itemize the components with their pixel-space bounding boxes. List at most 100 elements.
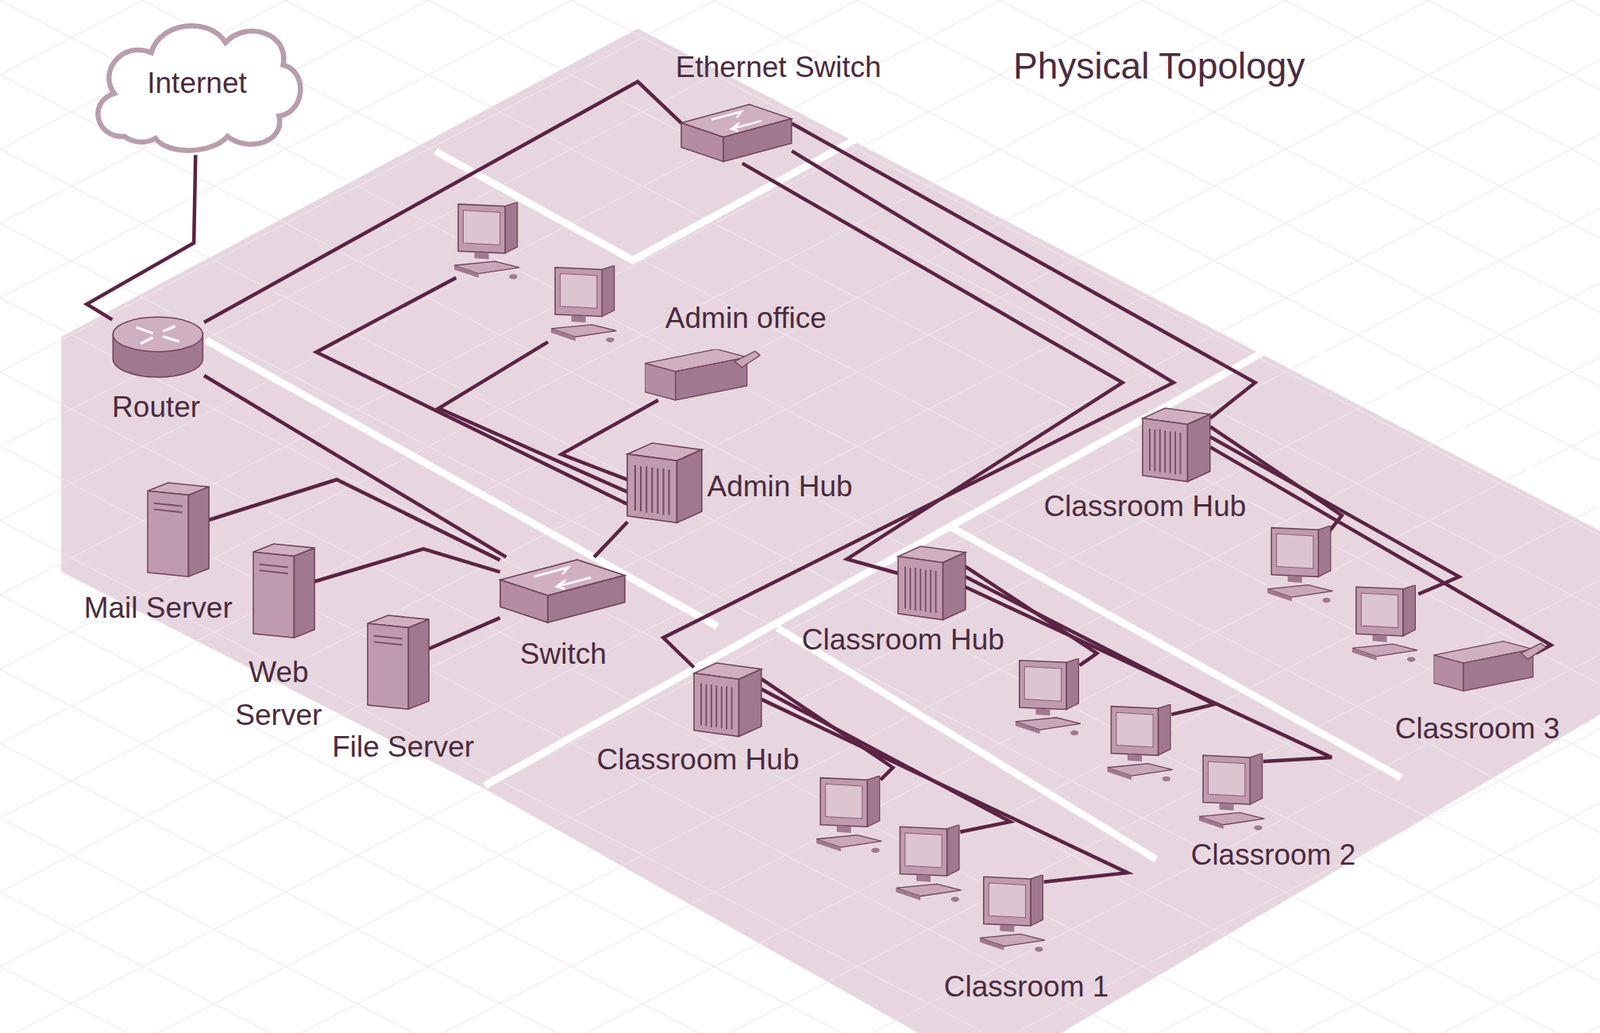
hub-shape xyxy=(627,454,678,523)
network-cable xyxy=(204,375,507,558)
server-shape xyxy=(258,564,288,575)
printer-icon xyxy=(644,349,760,401)
network-cable xyxy=(663,150,1174,667)
hub-shape xyxy=(942,551,965,620)
hub-shape xyxy=(738,669,761,737)
switch-shape xyxy=(711,111,762,131)
pc-icon xyxy=(1199,753,1265,831)
device-label: Router xyxy=(111,390,201,425)
server-shape xyxy=(253,551,294,638)
cloud-node: Internet xyxy=(83,11,310,155)
server-shape xyxy=(188,486,210,577)
hub-node: Admin Hub xyxy=(627,443,702,523)
switch-shape xyxy=(723,118,792,162)
network-cable xyxy=(208,479,500,560)
server-shape xyxy=(293,547,315,638)
device-label: Classroom Hub xyxy=(801,623,1005,658)
device-label: Classroom Hub xyxy=(1043,489,1246,525)
server-shape xyxy=(154,503,183,513)
hub-icon xyxy=(898,546,966,621)
floor-grid xyxy=(61,28,1600,1033)
room-label: Classroom 2 xyxy=(1191,838,1357,873)
room-dividers xyxy=(208,127,1600,858)
hub-icon xyxy=(1142,408,1211,482)
room-divider xyxy=(780,629,1153,858)
hub-shape xyxy=(898,555,944,620)
switch-node: Ethernet Switch xyxy=(681,102,792,164)
pc-icon xyxy=(895,825,961,903)
pc-icon xyxy=(1267,525,1333,603)
hub-shape xyxy=(1142,418,1188,482)
hub-node: Classroom Hub xyxy=(693,663,762,737)
network-cable xyxy=(791,123,1255,418)
hub-node: Classroom Hub xyxy=(898,546,966,621)
room-label: Admin office xyxy=(665,301,827,336)
server-node: Mail Server xyxy=(147,482,209,577)
switch-node: Switch xyxy=(500,557,625,625)
device-label: Classroom Hub xyxy=(597,743,800,778)
server-icon xyxy=(147,482,209,577)
server-shape xyxy=(367,623,409,710)
pc-icon xyxy=(1015,658,1081,736)
router-icon xyxy=(111,316,205,380)
server-node: File Server xyxy=(367,615,429,710)
network-cable xyxy=(593,521,628,557)
pc-icon xyxy=(979,875,1045,953)
network-cable xyxy=(314,548,501,582)
network-cable xyxy=(428,617,501,649)
device-label: File Server xyxy=(331,730,475,765)
diagram-title: Physical Topology xyxy=(1013,45,1305,88)
hub-icon xyxy=(693,663,762,737)
room-label: Classroom 3 xyxy=(1395,712,1561,747)
hub-shape xyxy=(701,683,733,730)
router-node: Router xyxy=(111,316,205,380)
room-divider xyxy=(487,336,1291,784)
cloud-shape xyxy=(98,26,301,151)
switch-icon xyxy=(681,102,792,164)
device-label: Web Server xyxy=(212,651,345,737)
device-label: Admin Hub xyxy=(707,470,853,505)
room-divider xyxy=(954,528,1399,776)
router-shape xyxy=(136,326,180,344)
room-label: Classroom 1 xyxy=(944,970,1110,1005)
server-shape xyxy=(147,490,189,577)
network-cable xyxy=(86,154,196,320)
switch-icon xyxy=(500,557,625,625)
hub-node: Classroom Hub xyxy=(1142,408,1211,482)
device-label: Ethernet Switch xyxy=(675,50,882,85)
server-shape xyxy=(408,619,429,710)
pc-icon xyxy=(454,202,520,280)
switch-shape xyxy=(547,574,625,622)
server-icon xyxy=(253,543,315,638)
device-label: Switch xyxy=(520,637,607,672)
hub-shape xyxy=(677,449,702,523)
hub-shape xyxy=(905,566,937,613)
hub-wires xyxy=(316,277,1551,883)
server-shape xyxy=(373,636,402,646)
room-divider xyxy=(1291,336,1600,506)
building-floor xyxy=(61,28,1600,1033)
printer-icon xyxy=(1434,641,1547,692)
device-label: Internet xyxy=(146,66,247,101)
pc-icon xyxy=(551,265,617,343)
pc-icon xyxy=(1352,585,1418,663)
hub-shape xyxy=(635,465,670,516)
switch-shape xyxy=(681,122,724,162)
switch-shape xyxy=(500,579,548,623)
pc-icon xyxy=(1106,704,1173,782)
hub-wire xyxy=(439,342,629,493)
server-icon xyxy=(367,615,429,710)
hub-shape xyxy=(1187,414,1211,482)
server-node: Web Server xyxy=(253,543,315,638)
hub-icon xyxy=(627,443,702,523)
hub-shape xyxy=(1149,428,1181,475)
pc-icon xyxy=(816,775,882,853)
hub-shape xyxy=(693,673,740,737)
device-label: Mail Server xyxy=(84,591,233,626)
end-devices xyxy=(454,202,1547,953)
